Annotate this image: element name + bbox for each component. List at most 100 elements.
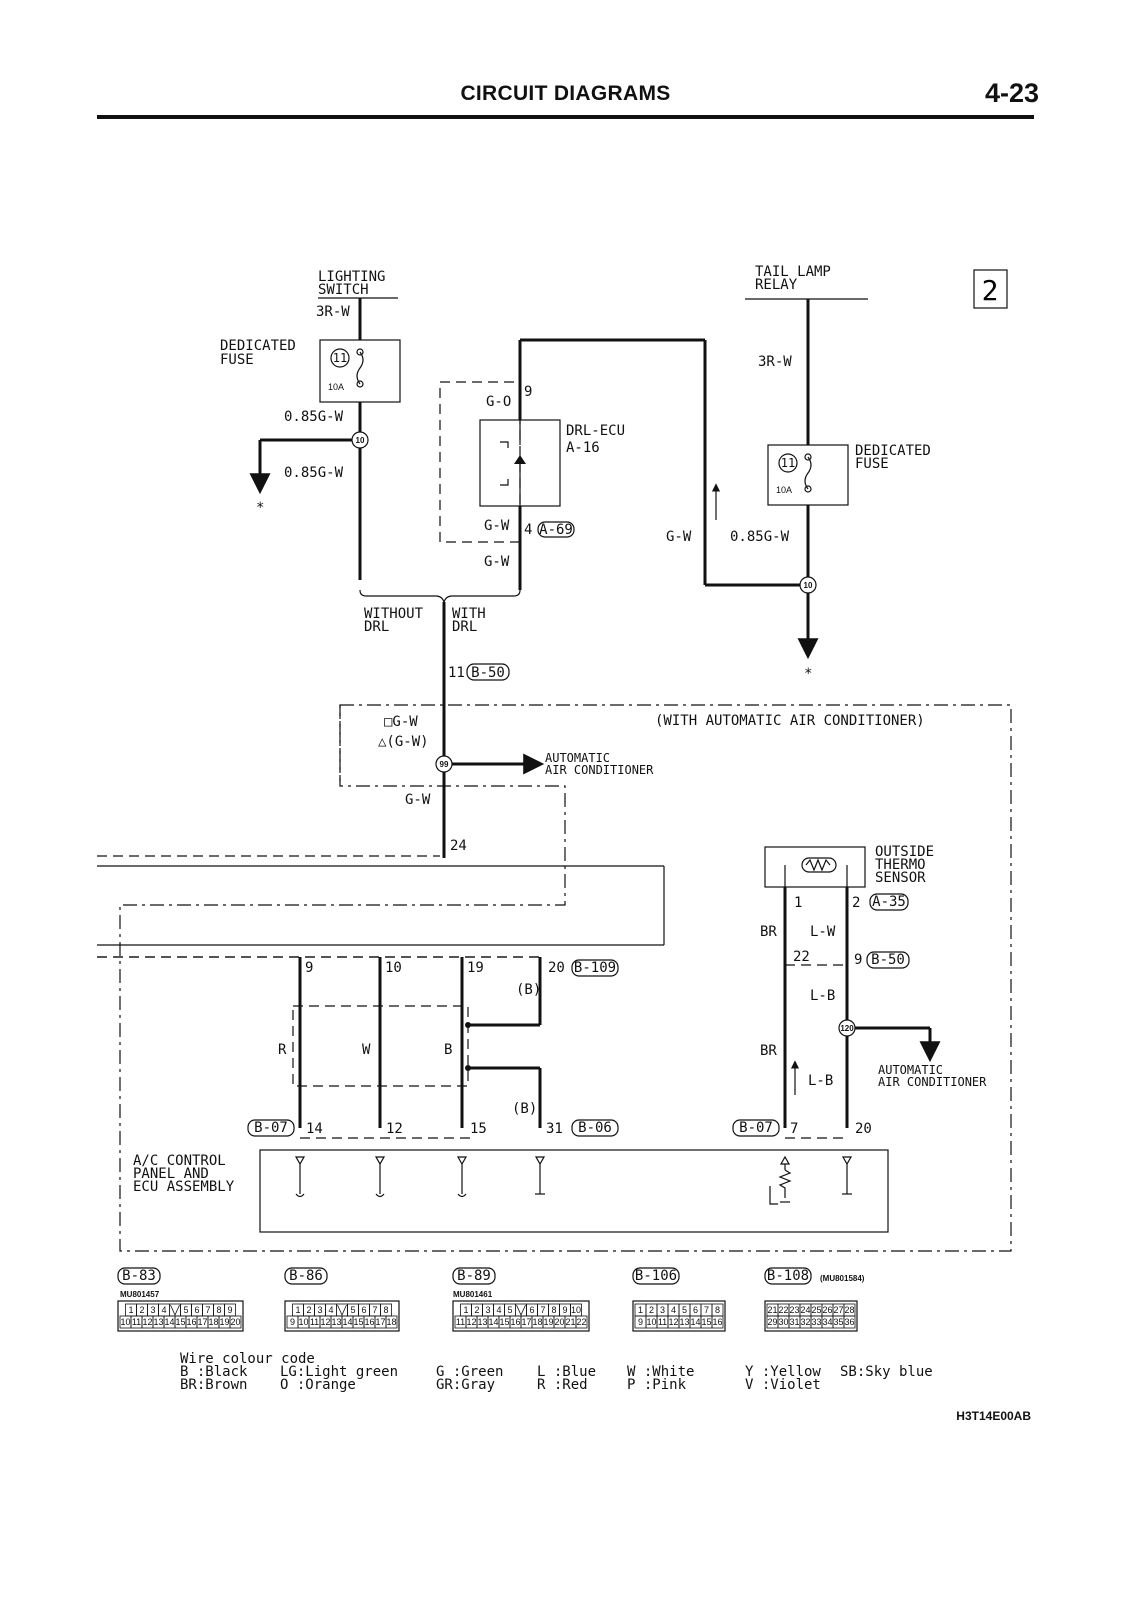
connector-pin-label: 20: [230, 1317, 240, 1327]
svg-text:*: *: [804, 666, 812, 682]
auto-ac-region: (WITH AUTOMATIC AIR CONDITIONER) □G-W △(…: [119, 704, 1012, 1252]
svg-text:15: 15: [470, 1121, 487, 1137]
connector-pin-label: 18: [532, 1317, 542, 1327]
drl-ecu: G-O 9 DRL-ECU A-16 G-W 4 A-69 G-W: [439, 338, 705, 570]
connector-pin-label: 14: [164, 1317, 174, 1327]
svg-text:O :Orange: O :Orange: [280, 1377, 356, 1393]
dedicated-fuse-left: DEDICATED FUSE 11 10A: [220, 338, 401, 403]
svg-text:ECU ASSEMBLY: ECU ASSEMBLY: [133, 1179, 235, 1195]
svg-text:4: 4: [524, 522, 532, 538]
connector-pin-label: 12: [142, 1317, 152, 1327]
connector-pin-label: 1: [463, 1305, 468, 1315]
connector-pin-label: 7: [704, 1305, 709, 1315]
svg-text:11: 11: [781, 456, 795, 470]
svg-text:B-50: B-50: [471, 665, 505, 681]
connector-pin-label: 3: [150, 1305, 155, 1315]
svg-text:W :White: W :White: [627, 1364, 694, 1380]
connector-pin-label: 24: [800, 1305, 810, 1315]
svg-text:24: 24: [450, 838, 467, 854]
svg-text:A-16: A-16: [566, 440, 600, 456]
connector-pin-label: 25: [811, 1305, 821, 1315]
svg-text:DRL: DRL: [452, 619, 477, 635]
wire-colour-legend: Wire colour code B :Black LG:Light green…: [180, 1351, 933, 1393]
connector-pin-label: 3: [660, 1305, 665, 1315]
svg-text:14: 14: [306, 1121, 323, 1137]
svg-text:OUTSIDE: OUTSIDE: [875, 844, 934, 860]
svg-text:LG:Light green: LG:Light green: [280, 1364, 398, 1380]
svg-text:B-83: B-83: [122, 1268, 156, 1284]
page-number: 4-23: [984, 78, 1039, 108]
svg-text:A-35: A-35: [872, 894, 906, 910]
connector-pin-label: 3: [317, 1305, 322, 1315]
svg-text:99: 99: [440, 760, 449, 769]
connector-pin-label: 15: [175, 1317, 185, 1327]
connector-pin-label: 2: [649, 1305, 654, 1315]
connector-pin: [711, 1315, 724, 1329]
svg-text:1: 1: [794, 895, 802, 911]
connector-pin-label: 18: [386, 1317, 396, 1327]
connector-pin-label: 33: [811, 1317, 821, 1327]
svg-text:Wire colour code: Wire colour code: [180, 1351, 315, 1367]
connector-pin-label: 20: [554, 1317, 564, 1327]
connector-pin-label: 4: [161, 1305, 166, 1315]
svg-text:10: 10: [804, 581, 813, 590]
tail-lamp-relay: TAIL LAMP RELAY: [745, 264, 868, 300]
svg-text:120: 120: [840, 1024, 854, 1033]
svg-text:*: *: [256, 500, 264, 516]
connector-pin-label: 29: [767, 1317, 777, 1327]
svg-text:10: 10: [356, 436, 365, 445]
wire-b-branches: (B) (B): [465, 957, 542, 1128]
svg-text:11: 11: [448, 665, 465, 681]
svg-text:AUTOMATIC: AUTOMATIC: [545, 751, 610, 765]
page-title: CIRCUIT DIAGRAMS: [460, 82, 671, 105]
ac-control-panel: A/C CONTROL PANEL AND ECU ASSEMBLY: [133, 1149, 889, 1233]
connector-pin-label: 15: [353, 1317, 363, 1327]
connector-key-mark: [170, 1304, 180, 1316]
svg-text:B-89: B-89: [457, 1268, 491, 1284]
svg-text:BR:Brown: BR:Brown: [180, 1377, 247, 1393]
svg-text:7: 7: [790, 1121, 798, 1137]
connector-pin-label: 8: [216, 1305, 221, 1315]
connector-pin-label: 30: [778, 1317, 788, 1327]
wire-label: L-W: [810, 924, 836, 940]
wire-label: 0.85G-W: [284, 409, 344, 425]
connector-pin-label: 9: [638, 1317, 643, 1327]
connector-pin-label: 22: [576, 1317, 586, 1327]
connector-pin-label: 21: [767, 1305, 777, 1315]
connector-pin-label: 35: [833, 1317, 843, 1327]
connector-pin-label: 23: [789, 1305, 799, 1315]
svg-text:B :Black: B :Black: [180, 1364, 248, 1380]
connector-pin-label: 13: [331, 1317, 341, 1327]
svg-text:B-106: B-106: [635, 1268, 677, 1284]
svg-text:AIR CONDITIONER: AIR CONDITIONER: [545, 763, 654, 777]
svg-text:R :Red: R :Red: [537, 1377, 588, 1393]
connector-pin-label: 12: [668, 1317, 678, 1327]
connector-pin-label: 2: [474, 1305, 479, 1315]
connector-pin-label: 8: [551, 1305, 556, 1315]
connector-pin-label: 12: [466, 1317, 476, 1327]
connector-pin-label: 7: [205, 1305, 210, 1315]
wire-label: 3R-W: [758, 354, 792, 370]
svg-text:DEDICATED: DEDICATED: [220, 338, 296, 354]
connector-pin-label: 10: [646, 1317, 656, 1327]
svg-text:19: 19: [467, 960, 484, 976]
svg-text:G-W: G-W: [405, 792, 431, 808]
svg-text:GR:Gray: GR:Gray: [436, 1377, 495, 1393]
svg-text:THERMO: THERMO: [875, 857, 926, 873]
panel-bottom-connector: B-07 14 12 15 31 B-06 B-07 7 20: [247, 1119, 872, 1139]
connector-pin-label: 6: [529, 1305, 534, 1315]
connector-pin-label: 3: [485, 1305, 490, 1315]
svg-text:10A: 10A: [328, 382, 344, 392]
connector-pin-label: 8: [715, 1305, 720, 1315]
connector-pin-label: 10: [571, 1305, 581, 1315]
connector-pin-label: 11: [658, 1317, 667, 1327]
connector-pin-label: 17: [375, 1317, 385, 1327]
svg-text:0.85G-W: 0.85G-W: [730, 529, 790, 545]
connector-key-mark: [337, 1304, 347, 1316]
connector-pin-label: 9: [290, 1317, 295, 1327]
svg-text:Y :Yellow: Y :Yellow: [745, 1364, 821, 1380]
connector-pin-label: 15: [499, 1317, 509, 1327]
